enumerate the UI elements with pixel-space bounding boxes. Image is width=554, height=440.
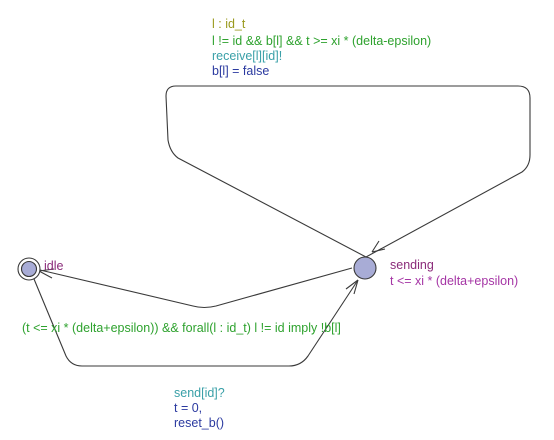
location-sending-node [353, 256, 377, 280]
self-loop-select: l : id_t [212, 17, 246, 31]
location-sending-invariant: t <= xi * (delta+epsilon) [390, 274, 518, 288]
self-loop-guard: l != id && b[l] && t >= xi * (delta-epsi… [212, 34, 431, 48]
location-idle-node [20, 260, 38, 278]
self-loop-arrowhead [371, 240, 386, 253]
edge-idle-to-sending-arrowhead [345, 279, 359, 295]
edge-idle-to-sending [33, 278, 359, 367]
edge-to-sending-update-1: t = 0, [174, 401, 202, 415]
edge-sending-to-idle-arrowhead [38, 268, 55, 279]
location-idle-name: idle [44, 259, 64, 273]
location-sending-name: sending [390, 258, 434, 272]
self-loop-sync: receive[l][id]! [212, 49, 282, 63]
edge-to-idle-guard: (t <= xi * (delta+epsilon)) && forall(l … [22, 321, 341, 335]
edge-sending-to-idle [39, 267, 353, 309]
location-idle [17, 257, 41, 281]
edge-to-sending-update-2: reset_b() [174, 416, 224, 430]
self-loop-edge [165, 85, 531, 258]
edge-to-sending-sync: send[id]? [174, 386, 225, 400]
self-loop-update: b[l] = false [212, 64, 269, 78]
